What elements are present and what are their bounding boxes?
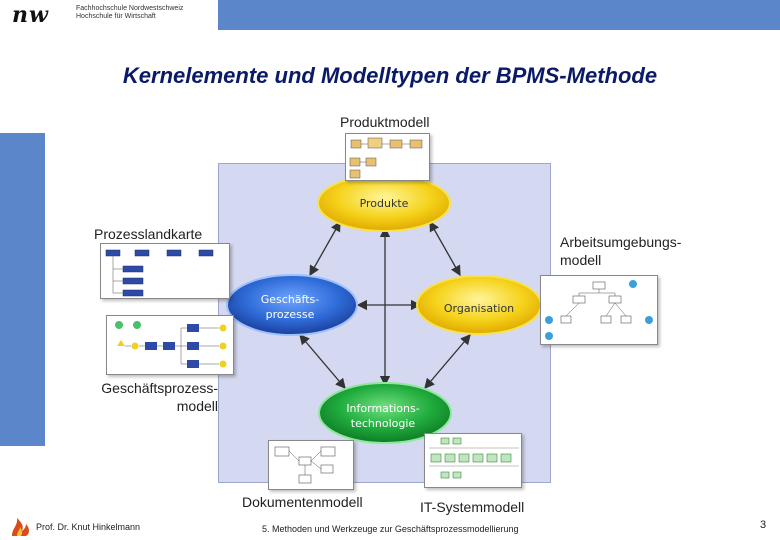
footer-author: Prof. Dr. Knut Hinkelmann (36, 522, 141, 532)
label-organisation: Organisation (444, 302, 514, 315)
label-geschaeftsprozessmodell-line2: modell (176, 398, 218, 414)
relation-arrows (299, 220, 471, 389)
side-accent-band (0, 133, 45, 446)
arrow-produkte-organisation (429, 220, 461, 277)
school-name: Fachhochschule Nordwestschweiz Hochschul… (76, 5, 183, 21)
label-geschaeftsprozessmodell-line1: Geschäftsprozess- (101, 380, 218, 396)
prozesslandkarte-sketch (105, 249, 214, 297)
label-prozesslandkarte: Prozesslandkarte (94, 226, 203, 242)
school-name-line1: Fachhochschule Nordwestschweiz (76, 5, 184, 12)
thumbnail-geschaeftsprozessmodell (106, 315, 234, 375)
ellipse-geschaeftsprozesse (226, 274, 358, 336)
flame-logo-icon (12, 518, 29, 536)
it-systemmodell-sketch (429, 437, 519, 479)
label-dokumentenmodell: Dokumentenmodell (242, 494, 363, 510)
thumbnail-produktmodell (345, 133, 430, 181)
thumbnail-arbeitsumgebungsmodell (540, 275, 658, 345)
header-accent-band (218, 0, 780, 30)
thumbnail-dokumentenmodell (268, 440, 354, 490)
label-geschaeftsprozessmodell: Geschäftsprozess- modell (88, 379, 218, 415)
label-informationstechnologie-2: technologie (351, 417, 416, 430)
school-name-line2: Hochschule für Wirtschaft (76, 13, 156, 20)
label-produktmodell: Produktmodell (340, 114, 430, 130)
label-it-systemmodell: IT-Systemmodell (420, 499, 525, 515)
label-geschaeftsprozesse-2: prozesse (266, 308, 315, 321)
footer-course-title: 5. Methoden und Werkzeuge zur Geschäftsp… (262, 524, 519, 534)
geschaeftsprozessmodell-sketch (115, 321, 227, 368)
arbeitsumgebungsmodell-sketch (545, 280, 653, 340)
dokumentenmodell-sketch (274, 446, 336, 484)
page-number: 3 (760, 519, 767, 531)
thumbnail-prozesslandkarte (100, 243, 230, 299)
arrow-organisation-informationstechnologie (424, 334, 471, 389)
arrow-geschaeftsprozesse-informationstechnologie (299, 334, 346, 389)
label-geschaeftsprozesse-1: Geschäfts- (261, 293, 320, 306)
label-arbeitsumgebungsmodell-line2: modell (560, 252, 602, 268)
label-arbeitsumgebungsmodell-line1: Arbeitsumgebungs- (560, 234, 682, 250)
label-produkte: Produkte (360, 197, 409, 210)
school-logo: nw (12, 2, 49, 28)
slide-title: Kernelemente und Modelltypen der BPMS-Me… (122, 63, 658, 88)
arrow-produkte-geschaeftsprozesse (309, 220, 341, 277)
thumbnail-it-systemmodell (424, 433, 522, 488)
ellipse-informationstechnologie (318, 382, 452, 444)
label-informationstechnologie-1: Informations- (346, 402, 419, 415)
produktmodell-sketch (349, 137, 423, 179)
label-arbeitsumgebungsmodell: Arbeitsumgebungs- modell (560, 233, 681, 269)
